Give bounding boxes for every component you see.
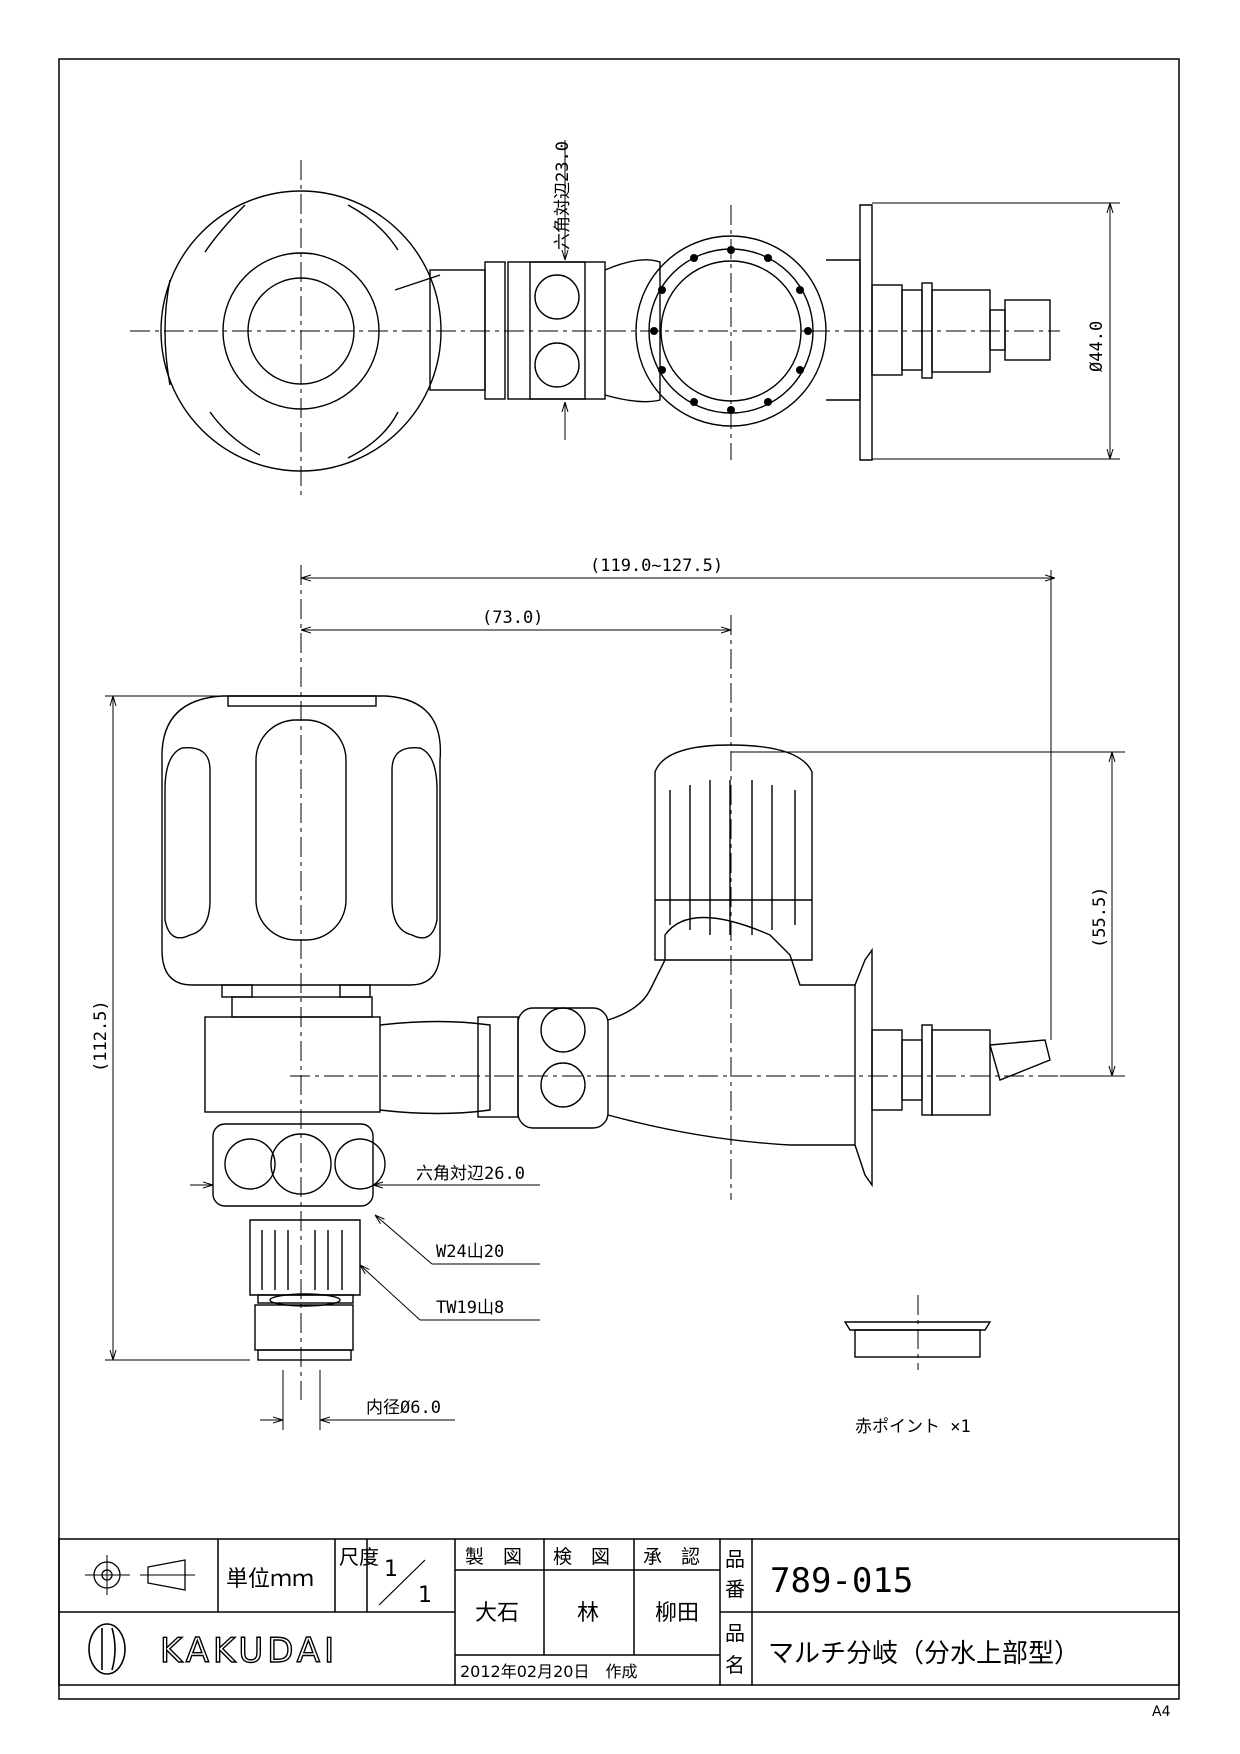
part-name-label-1: 品 (725, 1621, 745, 1645)
dim-thread-w24: W24山20 (436, 1242, 504, 1262)
scale-numerator: 1 (384, 1557, 398, 1582)
creation-date: 2012年02月20日 作成 (460, 1662, 637, 1681)
front-view (161, 695, 1051, 1361)
col-draw: 製 図 (465, 1546, 522, 1568)
unit-label: 単位ｍｍ (226, 1567, 314, 1592)
part-no-label-2: 番 (725, 1577, 745, 1601)
dim-hex-26: 六角対辺26.0 (416, 1164, 525, 1184)
scale-denominator: 1 (418, 1583, 432, 1608)
name-draw: 大石 (475, 1601, 519, 1626)
drawing-border (58, 58, 1180, 1700)
name-approve: 柳田 (655, 1601, 699, 1626)
brand-logo-text: KAKUDAI (160, 1631, 338, 1671)
dim-height-55: (55.5) (1090, 887, 1110, 948)
part-number: 789-015 (770, 1561, 913, 1601)
accessory-label: 赤ポイント ×1 (855, 1417, 971, 1437)
dim-thread-tw19: TW19山8 (436, 1298, 504, 1318)
scale-label: 尺度 (339, 1545, 379, 1569)
title-block (58, 1538, 1180, 1686)
dim-hex-top: 六角対辺23.0 (553, 141, 573, 250)
name-check: 林 (577, 1601, 599, 1626)
part-name: マルチ分岐（分水上部型） (768, 1639, 1080, 1669)
col-approve: 承 認 (643, 1546, 700, 1568)
dim-height-112: (112.5) (91, 1000, 111, 1072)
dim-inner-dia: 内径Ø6.0 (366, 1398, 441, 1418)
dim-span-73: (73.0) (482, 608, 543, 628)
sheet-size: A4 (1152, 1704, 1171, 1720)
dim-span-total: (119.0~127.5) (590, 556, 723, 576)
dim-dia-44: Ø44.0 (1087, 321, 1107, 372)
col-check: 検 図 (553, 1546, 610, 1568)
part-no-label-1: 品 (725, 1547, 745, 1571)
part-name-label-2: 名 (725, 1653, 745, 1677)
